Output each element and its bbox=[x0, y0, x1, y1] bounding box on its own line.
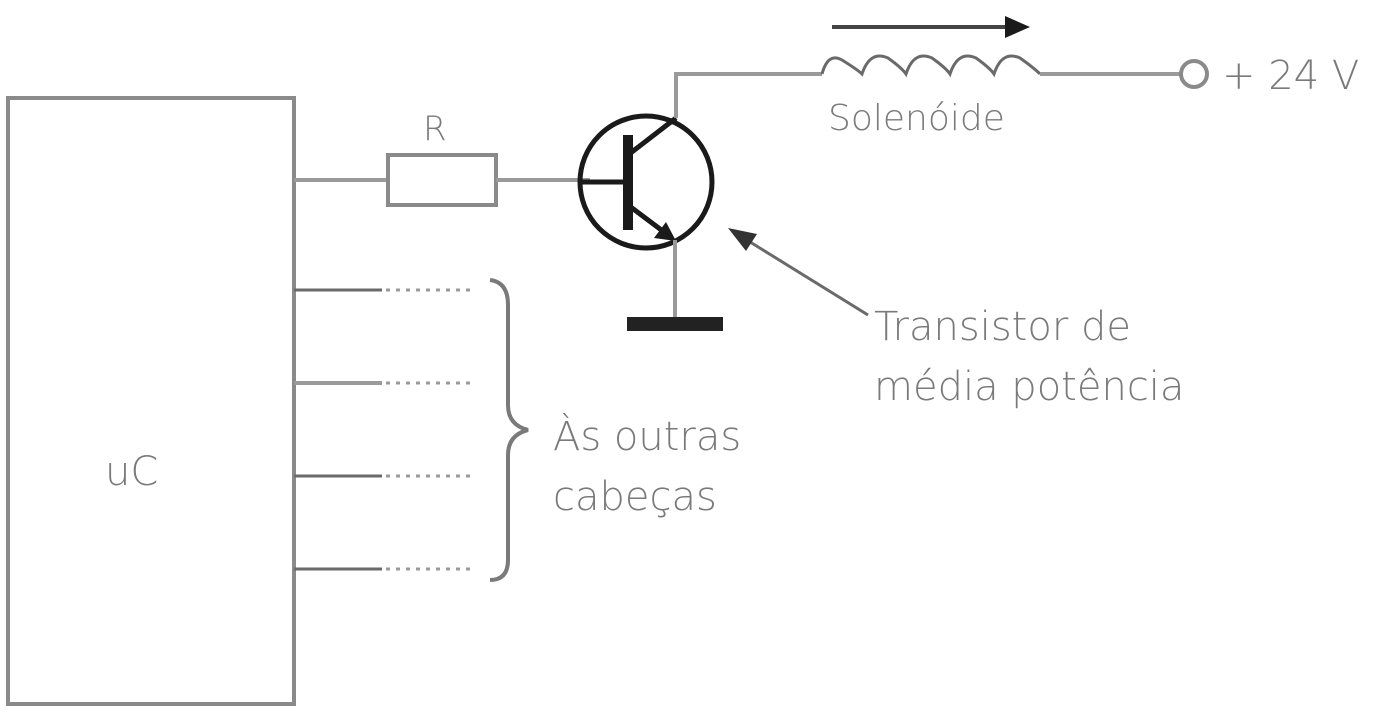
resistor bbox=[386, 153, 498, 207]
solenoid-label: Solenóide bbox=[828, 98, 1005, 139]
transistor-pointer-line bbox=[741, 235, 869, 317]
transistor-collector bbox=[626, 116, 678, 157]
other-heads-label-line1: Às outras bbox=[553, 412, 741, 460]
microcontroller-label: uC bbox=[105, 449, 158, 495]
emitter-arrow-icon bbox=[654, 222, 676, 241]
transistor-label-line1: Transistor de bbox=[874, 304, 1131, 350]
supply-terminal bbox=[1179, 59, 1209, 89]
resistor-label: R bbox=[423, 109, 447, 149]
solenoid-coil bbox=[820, 54, 1042, 78]
ground-bar bbox=[627, 317, 723, 331]
collector-wire bbox=[674, 72, 822, 118]
microcontroller-block bbox=[6, 96, 296, 706]
other-heads-label-line2: cabeças bbox=[553, 474, 717, 520]
transistor-label-line2: média potência bbox=[874, 364, 1184, 410]
current-arrow-icon bbox=[1005, 16, 1030, 38]
supply-label: + 24 V bbox=[1222, 53, 1359, 99]
transistor bbox=[577, 113, 715, 251]
brace bbox=[489, 278, 529, 582]
transistor-pointer-icon bbox=[728, 228, 757, 251]
